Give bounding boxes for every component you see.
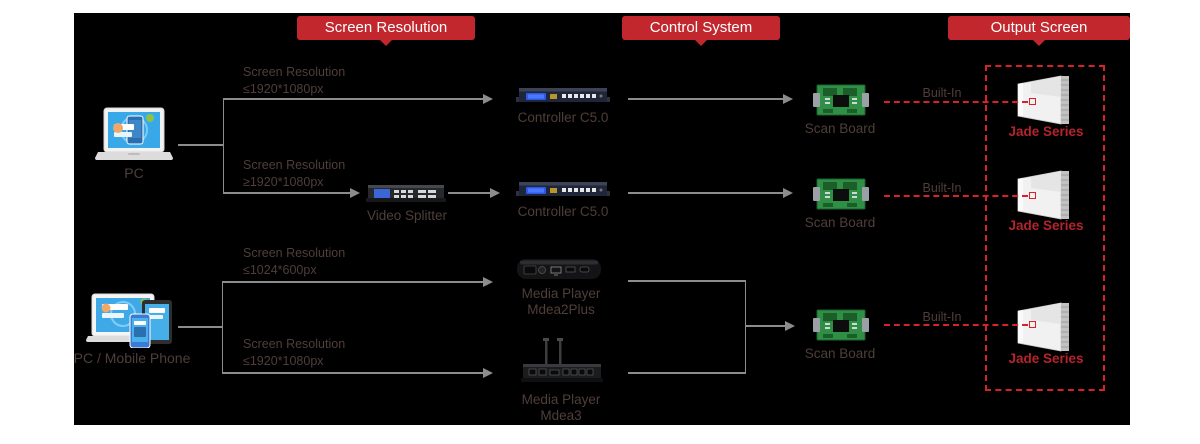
link-node-icon: [1029, 98, 1036, 105]
branch-3-line2: ≤1024*600px: [243, 263, 317, 277]
led-panel-icon: [1017, 75, 1069, 125]
arrowhead-icon: [483, 368, 493, 378]
media-player-1-line1: Media Player: [521, 286, 601, 301]
branch-4-line1: Screen Resolution: [243, 337, 346, 351]
banner-screen-resolution-label: Screen Resolution: [324, 19, 448, 36]
connector-line: [223, 98, 485, 100]
connector-line: [178, 144, 224, 146]
banner-pointer-icon: [1032, 39, 1046, 46]
branch-1-line2: ≤1920*1080px: [243, 82, 324, 96]
arrowhead-icon: [785, 321, 795, 331]
pc-mobile-phone-icon: [86, 293, 172, 348]
output-screen-group-box: [985, 65, 1105, 391]
banner-control-system-label: Control System: [649, 19, 753, 36]
banner-output-screen-label: Output Screen: [990, 19, 1088, 36]
media-player-2-label: Media Player Mdea3: [511, 392, 611, 424]
arrowhead-icon: [490, 188, 500, 198]
connector-line: [221, 282, 223, 374]
built-in-link-line: [884, 324, 1028, 326]
jade-series-2-label: Jade Series: [1008, 218, 1084, 233]
arrowhead-icon: [783, 94, 793, 104]
banner-pointer-icon: [379, 39, 393, 46]
video-splitter-label: Video Splitter: [366, 208, 448, 223]
branch-label-3: Screen Resolution ≤1024*600px: [243, 245, 345, 279]
connector-line: [744, 281, 746, 374]
controller-c50-icon: [516, 88, 610, 102]
branch-label-1: Screen Resolution ≤1920*1080px: [243, 64, 345, 98]
connector-line: [448, 192, 490, 194]
controller-1-label: Controller C5.0: [517, 110, 609, 125]
built-in-link-line: [884, 101, 1028, 103]
media-player-mdea2plus-icon: [517, 259, 601, 279]
built-in-1-label: Built-In: [922, 86, 962, 100]
scan-board-1-label: Scan Board: [804, 121, 876, 136]
diagram-panel: [74, 13, 1130, 425]
video-splitter-icon: [366, 185, 446, 202]
media-player-mdea3-icon: [521, 338, 603, 382]
media-player-1-label: Media Player Mdea2Plus: [511, 286, 611, 318]
scan-board-icon: [813, 309, 869, 341]
arrowhead-icon: [483, 277, 493, 287]
banner-pointer-icon: [694, 39, 708, 46]
controller-c50-icon: [516, 182, 610, 196]
pc-mobile-phone-label: PC / Mobile Phone: [73, 350, 191, 366]
branch-1-line1: Screen Resolution: [243, 65, 346, 79]
built-in-3-label: Built-In: [922, 310, 962, 324]
arrowhead-icon: [483, 94, 493, 104]
built-in-2-label: Built-In: [922, 181, 962, 195]
led-panel-icon: [1017, 170, 1069, 220]
connector-line: [223, 192, 352, 194]
led-panel-icon: [1017, 302, 1069, 352]
connector-line: [628, 280, 746, 282]
banner-output-screen: Output Screen: [948, 16, 1130, 46]
link-node-icon: [1029, 321, 1036, 328]
branch-2-line2: ≥1920*1080px: [243, 175, 324, 189]
scan-board-3-label: Scan Board: [804, 346, 876, 361]
branch-label-2: Screen Resolution ≥1920*1080px: [243, 157, 345, 191]
pc-label: PC: [124, 165, 144, 181]
connector-line: [222, 372, 483, 374]
built-in-link-line: [884, 195, 1028, 197]
banner-control-system: Control System: [622, 16, 780, 46]
connector-line: [222, 281, 483, 283]
connector-line: [628, 192, 783, 194]
scan-board-icon: [813, 84, 869, 116]
connector-line: [628, 98, 783, 100]
scan-board-icon: [813, 178, 869, 210]
controller-2-label: Controller C5.0: [517, 204, 609, 219]
connector-line: [178, 326, 222, 328]
branch-2-line1: Screen Resolution: [243, 158, 346, 172]
connector-line: [745, 325, 785, 327]
media-player-1-line2: Mdea2Plus: [527, 302, 595, 317]
jade-series-1-label: Jade Series: [1008, 124, 1084, 139]
media-player-2-line1: Media Player: [521, 392, 601, 407]
connector-line: [628, 372, 746, 374]
scan-board-2-label: Scan Board: [804, 215, 876, 230]
jade-series-3-label: Jade Series: [1008, 351, 1084, 366]
pc-laptop-icon: [95, 107, 173, 160]
link-node-icon: [1029, 192, 1036, 199]
connector-line: [222, 99, 224, 194]
branch-3-line1: Screen Resolution: [243, 246, 346, 260]
branch-4-line2: ≤1920*1080px: [243, 354, 324, 368]
media-player-2-line2: Mdea3: [540, 408, 582, 423]
banner-screen-resolution: Screen Resolution: [297, 16, 475, 46]
arrowhead-icon: [783, 188, 793, 198]
arrowhead-icon: [350, 188, 360, 198]
branch-label-4: Screen Resolution ≤1920*1080px: [243, 336, 345, 370]
